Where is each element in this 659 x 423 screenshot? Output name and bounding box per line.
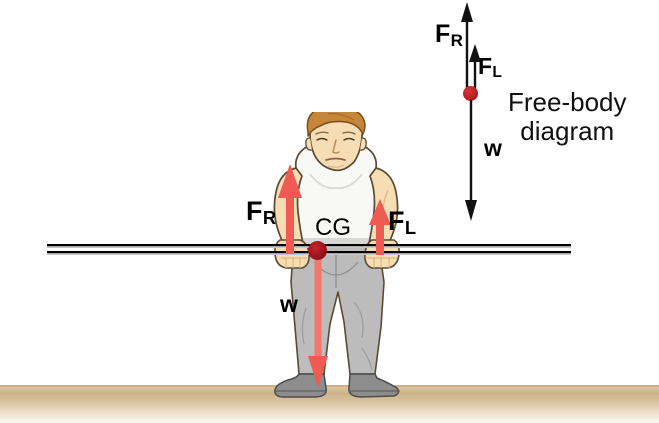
force-right-arrow-main — [278, 164, 302, 254]
force-left-symbol-fbd: F — [478, 53, 493, 79]
pants — [290, 239, 385, 375]
weight-arrow-main — [308, 246, 328, 387]
ground-top-edge — [0, 385, 659, 387]
force-right-subscript: R — [262, 207, 277, 229]
force-left-subscript: L — [404, 217, 417, 239]
force-left-subscript-fbd: L — [492, 64, 502, 82]
force-right-symbol: F — [246, 196, 263, 226]
force-left-symbol: F — [388, 206, 405, 236]
man-holding-bar-figure — [273, 112, 400, 398]
force-right-label-fbd: FR — [435, 20, 463, 50]
center-of-gravity-label: CG — [315, 214, 351, 241]
head-and-neck — [305, 112, 367, 172]
center-of-gravity-dot-fbd — [463, 86, 478, 101]
caption-line-1: Free-body — [508, 87, 627, 117]
center-of-gravity-dot-main — [308, 241, 327, 260]
force-right-subscript-fbd: R — [450, 30, 463, 50]
force-right-label-main: FR — [246, 196, 277, 229]
weight-vector-fbd — [465, 100, 477, 221]
ground-surface — [0, 385, 659, 423]
free-body-diagram-caption: Free-body diagram — [508, 87, 627, 147]
caption-line-2: diagram — [520, 116, 615, 147]
force-left-label-main: FL — [388, 206, 417, 239]
weight-label-main: w — [280, 291, 298, 317]
weight-label-fbd: w — [484, 135, 502, 161]
force-right-symbol-fbd: F — [435, 20, 451, 48]
force-right-vector-fbd — [461, 2, 473, 94]
force-left-label-fbd: FL — [478, 53, 502, 82]
force-left-arrow-main — [369, 199, 391, 255]
shoes — [274, 373, 400, 398]
